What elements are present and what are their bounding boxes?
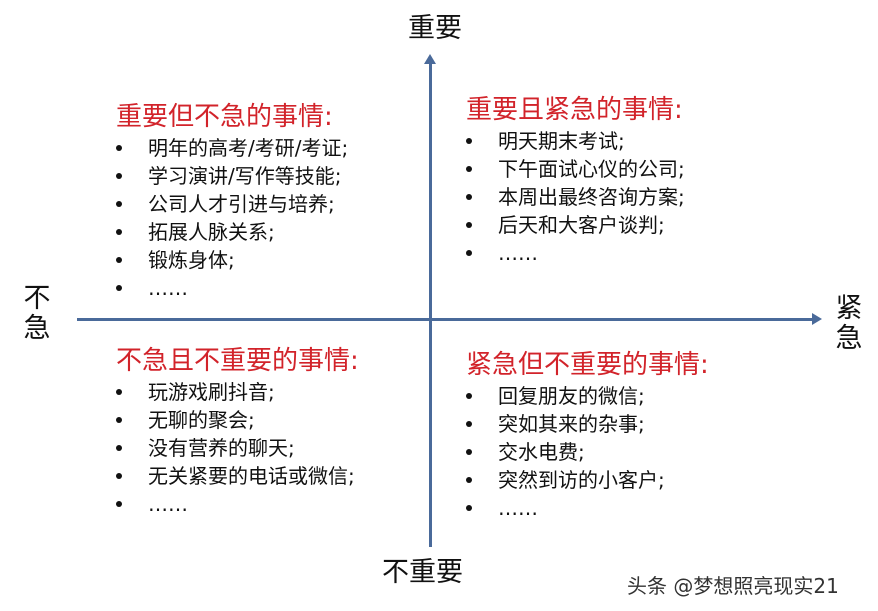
item-text: 拓展人脉关系; [148,220,275,244]
item-text: 玩游戏刷抖音; [148,380,275,404]
item-text: 交水电费; [498,440,585,464]
bullet-icon [116,445,122,451]
item-text: 本周出最终咨询方案; [498,185,685,209]
quadrant-title: 重要且紧急的事情: [466,95,683,125]
item-text: 无关紧要的电话或微信; [148,464,355,488]
item-list: 明天期末考试; 下午面试心仪的公司; 本周出最终咨询方案; 后天和大客户谈判; … [466,127,685,267]
axis-label-char: 紧 [835,293,863,324]
item-text: 后天和大客户谈判; [498,213,665,237]
item-text: …… [498,241,538,265]
quadrant-important-not-urgent: 重要但不急的事情: 明年的高考/考研/考证; 学习演讲/写作等技能; 公司人才引… [116,100,348,302]
axis-label-important: 重要 [408,13,462,44]
quadrant-important-urgent: 重要且紧急的事情: 明天期末考试; 下午面试心仪的公司; 本周出最终咨询方案; … [466,93,685,267]
list-item: 明年的高考/考研/考证; [116,134,348,162]
axis-label-not-urgent: 不 急 [22,284,52,344]
bullet-icon [466,222,472,228]
axis-label-char: 急 [835,323,863,354]
list-item: 公司人才引进与培养; [116,190,348,218]
axis-label-not-important: 不重要 [382,557,463,588]
bullet-icon [116,201,122,207]
list-item: 锻炼身体; [116,246,348,274]
item-list: 玩游戏刷抖音; 无聊的聚会; 没有营养的聊天; 无关紧要的电话或微信; …… [116,378,359,518]
axis-label-urgent: 紧 急 [834,294,864,354]
list-item: …… [466,494,709,522]
bullet-icon [116,145,122,151]
item-list: 明年的高考/考研/考证; 学习演讲/写作等技能; 公司人才引进与培养; 拓展人脉… [116,134,348,302]
list-item: …… [116,490,359,518]
quadrant-title: 紧急但不重要的事情: [466,350,709,380]
item-text: 锻炼身体; [148,248,235,272]
watermark: 头条 @梦想照亮现实21 [627,574,839,598]
arrow-right-icon [812,313,822,325]
vertical-axis [429,62,432,547]
quadrant-not-urgent-not-important: 不急且不重要的事情: 玩游戏刷抖音; 无聊的聚会; 没有营养的聊天; 无关紧要的… [116,344,359,518]
bullet-icon [466,421,472,427]
bullet-icon [116,257,122,263]
item-text: 没有营养的聊天; [148,436,295,460]
bullet-icon [116,173,122,179]
bullet-icon [116,473,122,479]
item-text: 回复朋友的微信; [498,384,645,408]
item-text: 学习演讲/写作等技能; [148,164,342,188]
list-item: 明天期末考试; [466,127,685,155]
item-text: 公司人才引进与培养; [148,192,335,216]
item-text: 下午面试心仪的公司; [498,157,685,181]
bullet-icon [116,417,122,423]
list-item: 突如其来的杂事; [466,410,709,438]
horizontal-axis [77,318,814,321]
list-item: …… [466,239,685,267]
list-item: 交水电费; [466,438,709,466]
bullet-icon [466,250,472,256]
bullet-icon [116,285,122,291]
bullet-icon [466,505,472,511]
list-item: 后天和大客户谈判; [466,211,685,239]
list-item: 下午面试心仪的公司; [466,155,685,183]
bullet-icon [116,389,122,395]
list-item: 学习演讲/写作等技能; [116,162,348,190]
item-text: 突然到访的小客户; [498,468,665,492]
list-item: 没有营养的聊天; [116,434,359,462]
list-item: 无关紧要的电话或微信; [116,462,359,490]
list-item: …… [116,274,348,302]
item-list: 回复朋友的微信; 突如其来的杂事; 交水电费; 突然到访的小客户; …… [466,382,709,522]
axis-label-char: 急 [23,313,51,344]
list-item: 本周出最终咨询方案; [466,183,685,211]
list-item: 无聊的聚会; [116,406,359,434]
axis-label-char: 不 [23,283,51,314]
bullet-icon [466,138,472,144]
arrow-up-icon [424,54,436,64]
item-text: …… [148,492,188,516]
item-text: 明年的高考/考研/考证; [148,136,349,160]
list-item: 玩游戏刷抖音; [116,378,359,406]
bullet-icon [116,229,122,235]
item-text: 突如其来的杂事; [498,412,645,436]
bullet-icon [466,166,472,172]
list-item: 回复朋友的微信; [466,382,709,410]
item-text: 无聊的聚会; [148,408,255,432]
bullet-icon [466,393,472,399]
bullet-icon [116,501,122,507]
bullet-icon [466,449,472,455]
item-text: …… [498,496,538,520]
bullet-icon [466,194,472,200]
list-item: 拓展人脉关系; [116,218,348,246]
quadrant-title: 不急且不重要的事情: [116,346,359,376]
quadrant-title: 重要但不急的事情: [116,102,333,132]
list-item: 突然到访的小客户; [466,466,709,494]
item-text: 明天期末考试; [498,129,625,153]
quadrant-urgent-not-important: 紧急但不重要的事情: 回复朋友的微信; 突如其来的杂事; 交水电费; 突然到访的… [466,348,709,522]
bullet-icon [466,477,472,483]
item-text: …… [148,276,188,300]
